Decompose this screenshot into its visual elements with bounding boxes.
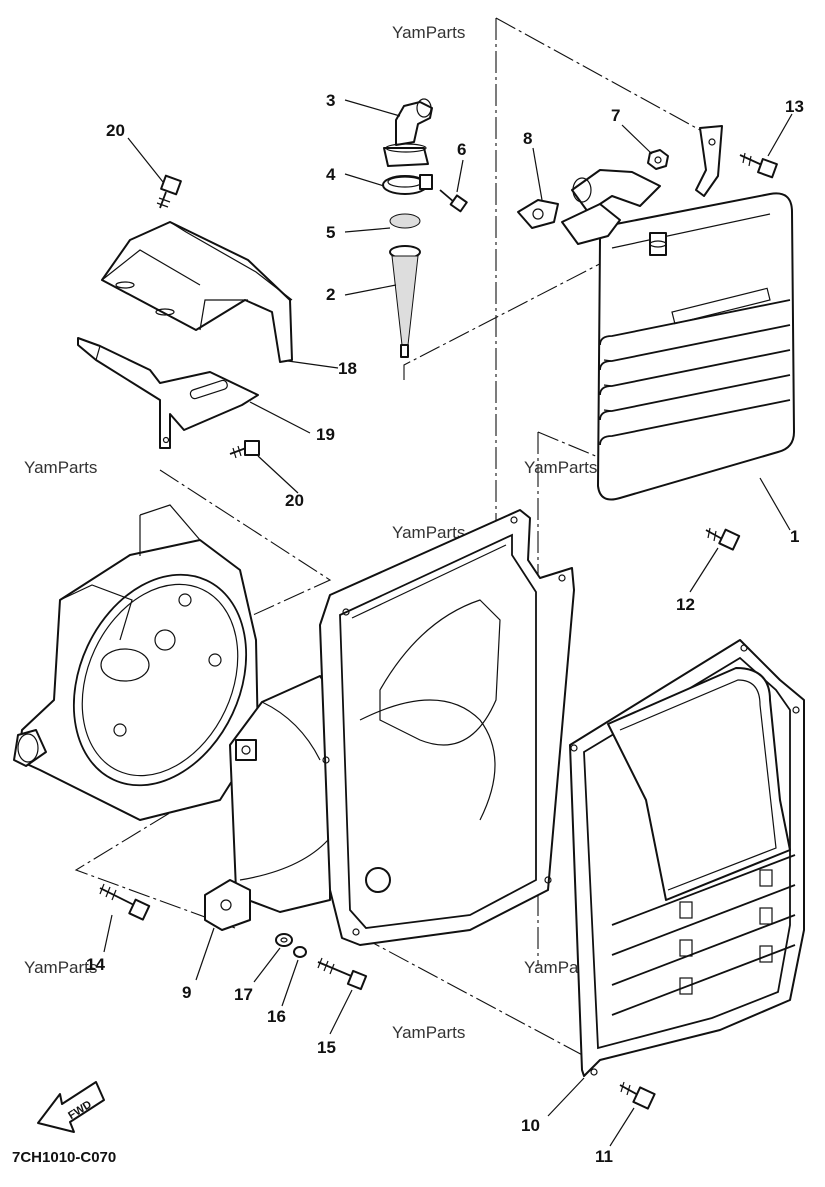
callout-9: 9 <box>182 983 191 1002</box>
callout-8: 8 <box>523 129 532 148</box>
callout-13: 13 <box>785 97 804 116</box>
callout-3: 3 <box>326 91 335 110</box>
callout-numbers: 1 2 3 4 5 6 7 8 9 10 11 12 13 14 15 16 1… <box>86 91 804 1166</box>
callout-5: 5 <box>326 223 335 242</box>
watermark: YamParts <box>24 958 97 977</box>
callout-14: 14 <box>86 955 105 974</box>
callout-2: 2 <box>326 285 335 304</box>
bolt-14 <box>99 883 151 921</box>
bolt-12 <box>705 527 741 551</box>
elbow-3 <box>383 98 433 167</box>
watermarks: YamParts YamParts YamParts YamParts YamP… <box>24 23 597 1042</box>
callout-7: 7 <box>611 106 620 125</box>
screw-6 <box>439 189 468 213</box>
callout-20-lower: 20 <box>285 491 304 510</box>
callout-15: 15 <box>317 1038 336 1057</box>
callout-6: 6 <box>457 140 466 159</box>
bolt-15 <box>317 957 368 991</box>
bolt-20-top <box>156 174 182 209</box>
watermark: YamParts <box>524 458 597 477</box>
callout-1: 1 <box>790 527 799 546</box>
clamp-4 <box>382 174 433 195</box>
washer-17 <box>275 933 293 947</box>
spring-washer-16 <box>293 946 307 958</box>
bolt-11 <box>619 1081 656 1110</box>
filter-5 <box>389 213 421 229</box>
bolt-20-lower <box>229 440 260 459</box>
callout-18: 18 <box>338 359 357 378</box>
gasket-8 <box>517 199 559 229</box>
callout-16: 16 <box>267 1007 286 1026</box>
nut-7 <box>647 149 669 170</box>
callout-12: 12 <box>676 595 695 614</box>
callout-11: 11 <box>595 1147 613 1166</box>
leader-lines <box>103 99 793 1147</box>
lower-cover <box>569 639 805 1077</box>
callout-10: 10 <box>521 1116 540 1135</box>
muffler-1 <box>561 125 795 501</box>
fan-housing-9 <box>204 675 331 931</box>
cover-18 <box>101 221 293 363</box>
callout-17: 17 <box>234 985 253 1004</box>
engine-housing <box>13 504 259 821</box>
watermark: YamParts <box>24 458 97 477</box>
watermark: YamParts <box>392 523 465 542</box>
diagram-code: 7CH1010-C070 <box>12 1149 116 1166</box>
bolt-13 <box>739 152 778 179</box>
frame-10 <box>319 509 575 946</box>
callout-19: 19 <box>316 425 335 444</box>
watermark: YamParts <box>392 1023 465 1042</box>
filter-element-2 <box>389 245 421 358</box>
callout-4: 4 <box>326 165 336 184</box>
bracket-19 <box>77 337 259 449</box>
callout-20-top: 20 <box>106 121 125 140</box>
watermark: YamParts <box>392 23 465 42</box>
fwd-arrow-icon: FWD <box>37 1081 105 1133</box>
